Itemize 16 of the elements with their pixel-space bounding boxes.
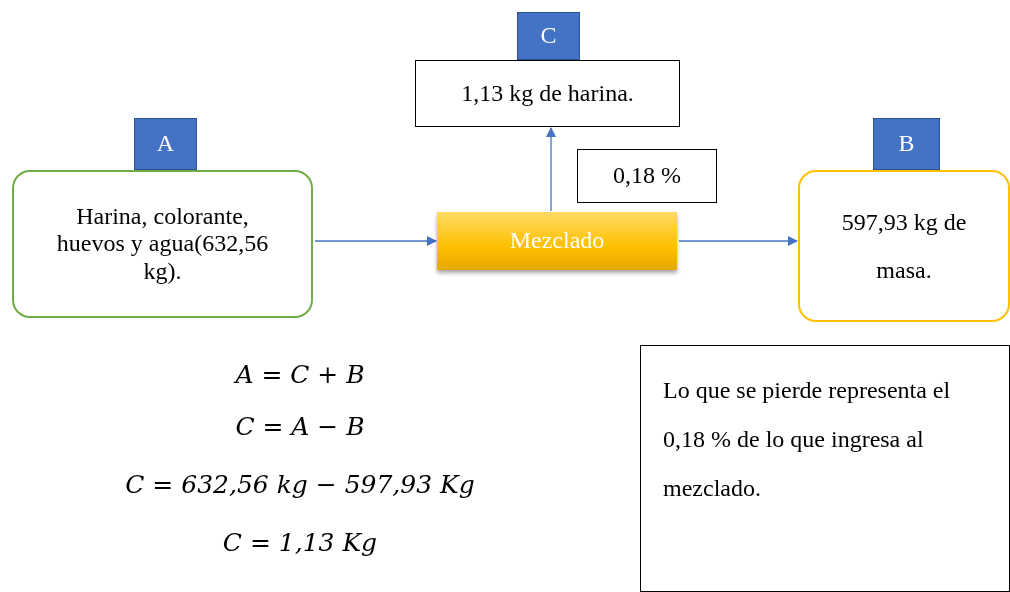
output-box: 597,93 kg de masa. xyxy=(798,170,1010,322)
input-box: Harina, colorante, huevos y agua(632,56 kg). xyxy=(12,170,313,318)
equation: A = C + B xyxy=(232,360,366,389)
arrow xyxy=(546,127,556,212)
letter-tag: A xyxy=(134,118,197,170)
note-box: Lo que se pierde representa el 0,18 % de lo que ingresa al mezclado. xyxy=(640,345,1010,592)
equation: C = 632,56 kg − 597,93 Kg xyxy=(124,470,476,499)
arrow xyxy=(678,236,798,246)
output-box: 0,18 % xyxy=(577,149,717,203)
arrow xyxy=(314,236,437,246)
letter-tag: B xyxy=(873,118,940,170)
equation: C = 1,13 Kg xyxy=(221,528,379,557)
process-box: Mezclado xyxy=(437,212,677,270)
output-box: 1,13 kg de harina. xyxy=(415,60,680,127)
letter-tag: C xyxy=(517,12,580,60)
equation: C = A − B xyxy=(234,412,366,441)
